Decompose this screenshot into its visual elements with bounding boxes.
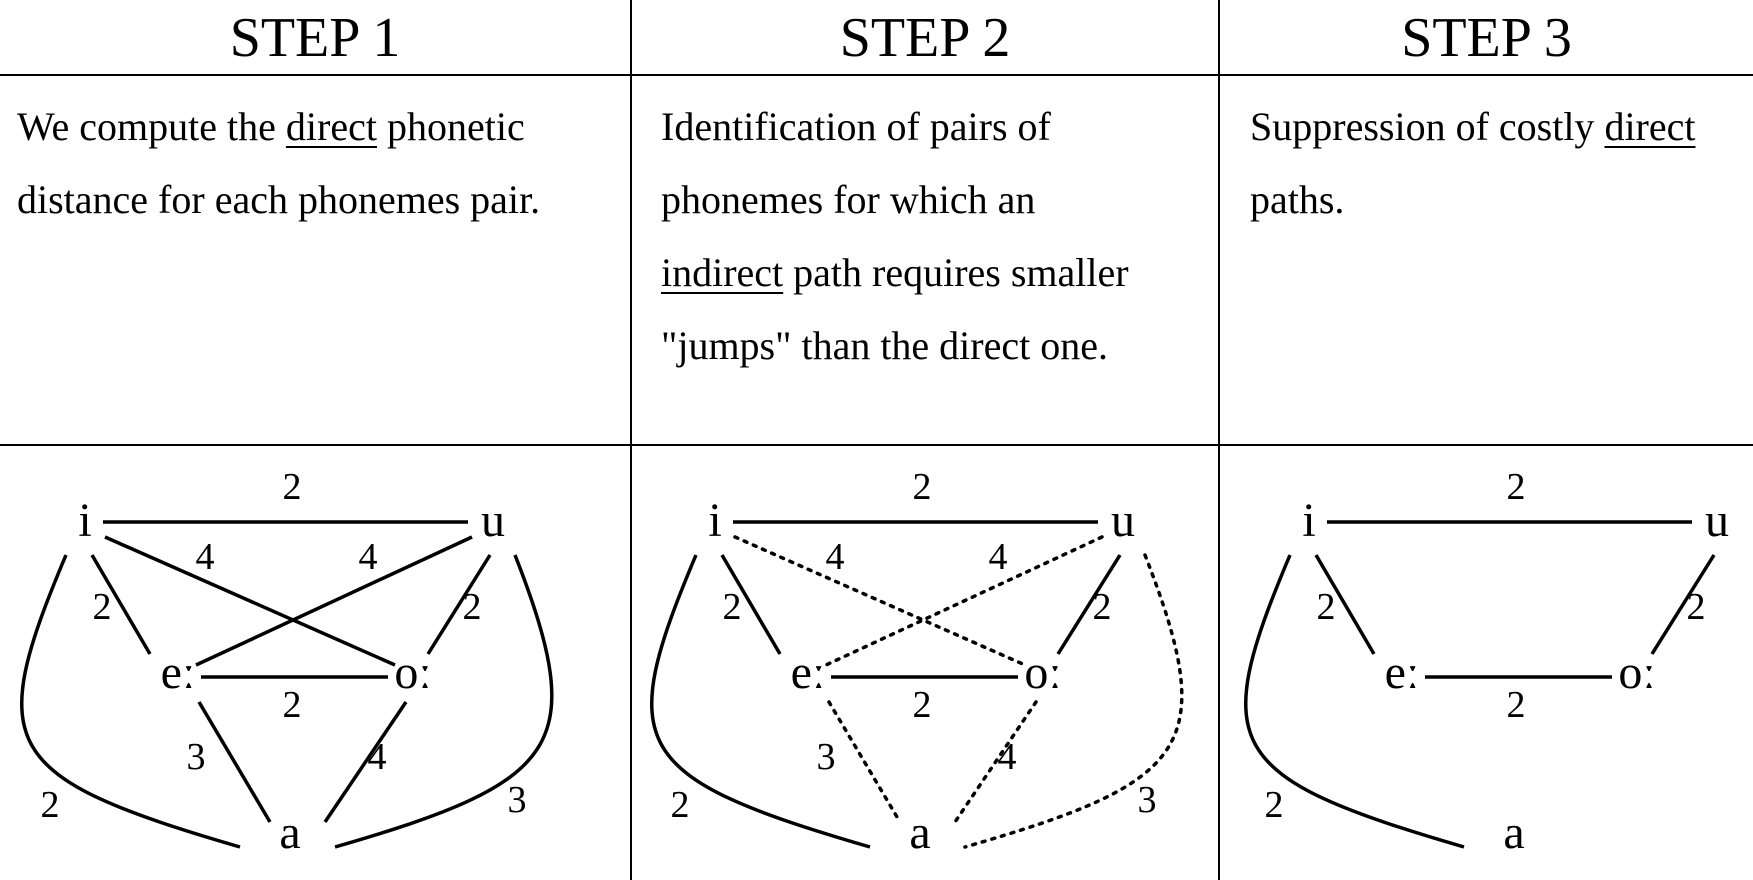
step-1-title: STEP 1 — [229, 6, 401, 69]
edge-weight-i-u: 2 — [913, 466, 932, 508]
node-u: u — [1111, 494, 1135, 547]
edge-i-a — [650, 554, 871, 849]
step-2-description: Identification of pairs of phonemes for … — [661, 104, 1129, 368]
edge-i-o — [104, 535, 396, 667]
edge-weight-e-a: 3 — [817, 736, 836, 778]
node-i: i — [708, 494, 721, 547]
node-e: eː — [161, 646, 196, 699]
edge-weight-i-o: 4 — [196, 536, 215, 578]
edge-e-a — [197, 701, 272, 823]
edge-u-a — [963, 553, 1184, 849]
node-o: oː — [1024, 646, 1061, 699]
step-3-description: Suppression of costly direct paths. — [1250, 104, 1696, 222]
edge-weight-i-a: 2 — [41, 784, 60, 826]
step-3-title: STEP 3 — [1401, 6, 1572, 69]
edge-u-a — [334, 554, 554, 849]
edge-u-e — [824, 535, 1104, 667]
node-a: a — [279, 806, 300, 859]
edge-weight-e-o: 2 — [913, 684, 932, 726]
step-1-description: We compute the direct phonetic distance … — [17, 104, 541, 222]
node-e: eː — [1385, 646, 1420, 699]
edge-u-o — [1056, 554, 1122, 655]
node-i: i — [78, 494, 91, 547]
node-o: oː — [1618, 646, 1655, 699]
edge-weight-e-o: 2 — [283, 684, 302, 726]
node-a: a — [1503, 806, 1524, 859]
edge-u-e — [195, 535, 473, 667]
edge-weight-u-e: 4 — [359, 536, 378, 578]
node-u: u — [481, 494, 505, 547]
edge-i-e — [1314, 554, 1376, 655]
edge-weight-u-o: 2 — [1093, 586, 1112, 628]
edge-weight-i-e: 2 — [1317, 586, 1336, 628]
edge-weight-i-u: 2 — [1507, 466, 1526, 508]
node-i: i — [1302, 494, 1315, 547]
edge-i-o — [733, 535, 1027, 667]
edge-weight-e-o: 2 — [1507, 684, 1526, 726]
step-2-graph: 2 4 4 2 2 2 3 4 2 3 i u eː oː a — [650, 466, 1184, 859]
edge-i-e — [720, 554, 782, 655]
edge-o-a — [323, 701, 408, 823]
edge-o-a — [953, 700, 1038, 824]
edge-e-a — [827, 700, 902, 824]
step-2-title: STEP 2 — [839, 6, 1011, 69]
edge-weight-u-e: 4 — [989, 536, 1008, 578]
node-a: a — [909, 806, 930, 859]
node-u: u — [1705, 494, 1729, 547]
header-divider — [0, 74, 1753, 76]
step-1-graph: 2 4 4 2 2 2 3 4 2 3 i u eː oː a — [20, 466, 554, 859]
edge-i-e — [90, 554, 152, 655]
edge-u-o — [426, 554, 492, 655]
edge-i-a — [1244, 554, 1465, 849]
column-divider — [1218, 0, 1220, 880]
edge-weight-e-a: 3 — [187, 736, 206, 778]
column-divider — [630, 0, 632, 880]
edge-weight-o-a: 4 — [998, 736, 1017, 778]
edge-weight-i-o: 4 — [826, 536, 845, 578]
edge-weight-u-o: 2 — [463, 586, 482, 628]
edge-weight-i-a: 2 — [1265, 784, 1284, 826]
edge-weight-i-a: 2 — [671, 784, 690, 826]
edge-weight-u-o: 2 — [1687, 586, 1706, 628]
row-divider — [0, 444, 1753, 446]
edge-weight-i-e: 2 — [723, 586, 742, 628]
edge-i-a — [20, 554, 241, 849]
edge-u-o — [1650, 554, 1716, 655]
node-o: oː — [394, 646, 431, 699]
edge-weight-u-a: 3 — [1138, 779, 1157, 821]
edge-weight-o-a: 4 — [368, 736, 387, 778]
edge-weight-i-e: 2 — [93, 586, 112, 628]
edge-weight-u-a: 3 — [508, 779, 527, 821]
node-e: eː — [791, 646, 826, 699]
edge-weight-i-u: 2 — [283, 466, 302, 508]
